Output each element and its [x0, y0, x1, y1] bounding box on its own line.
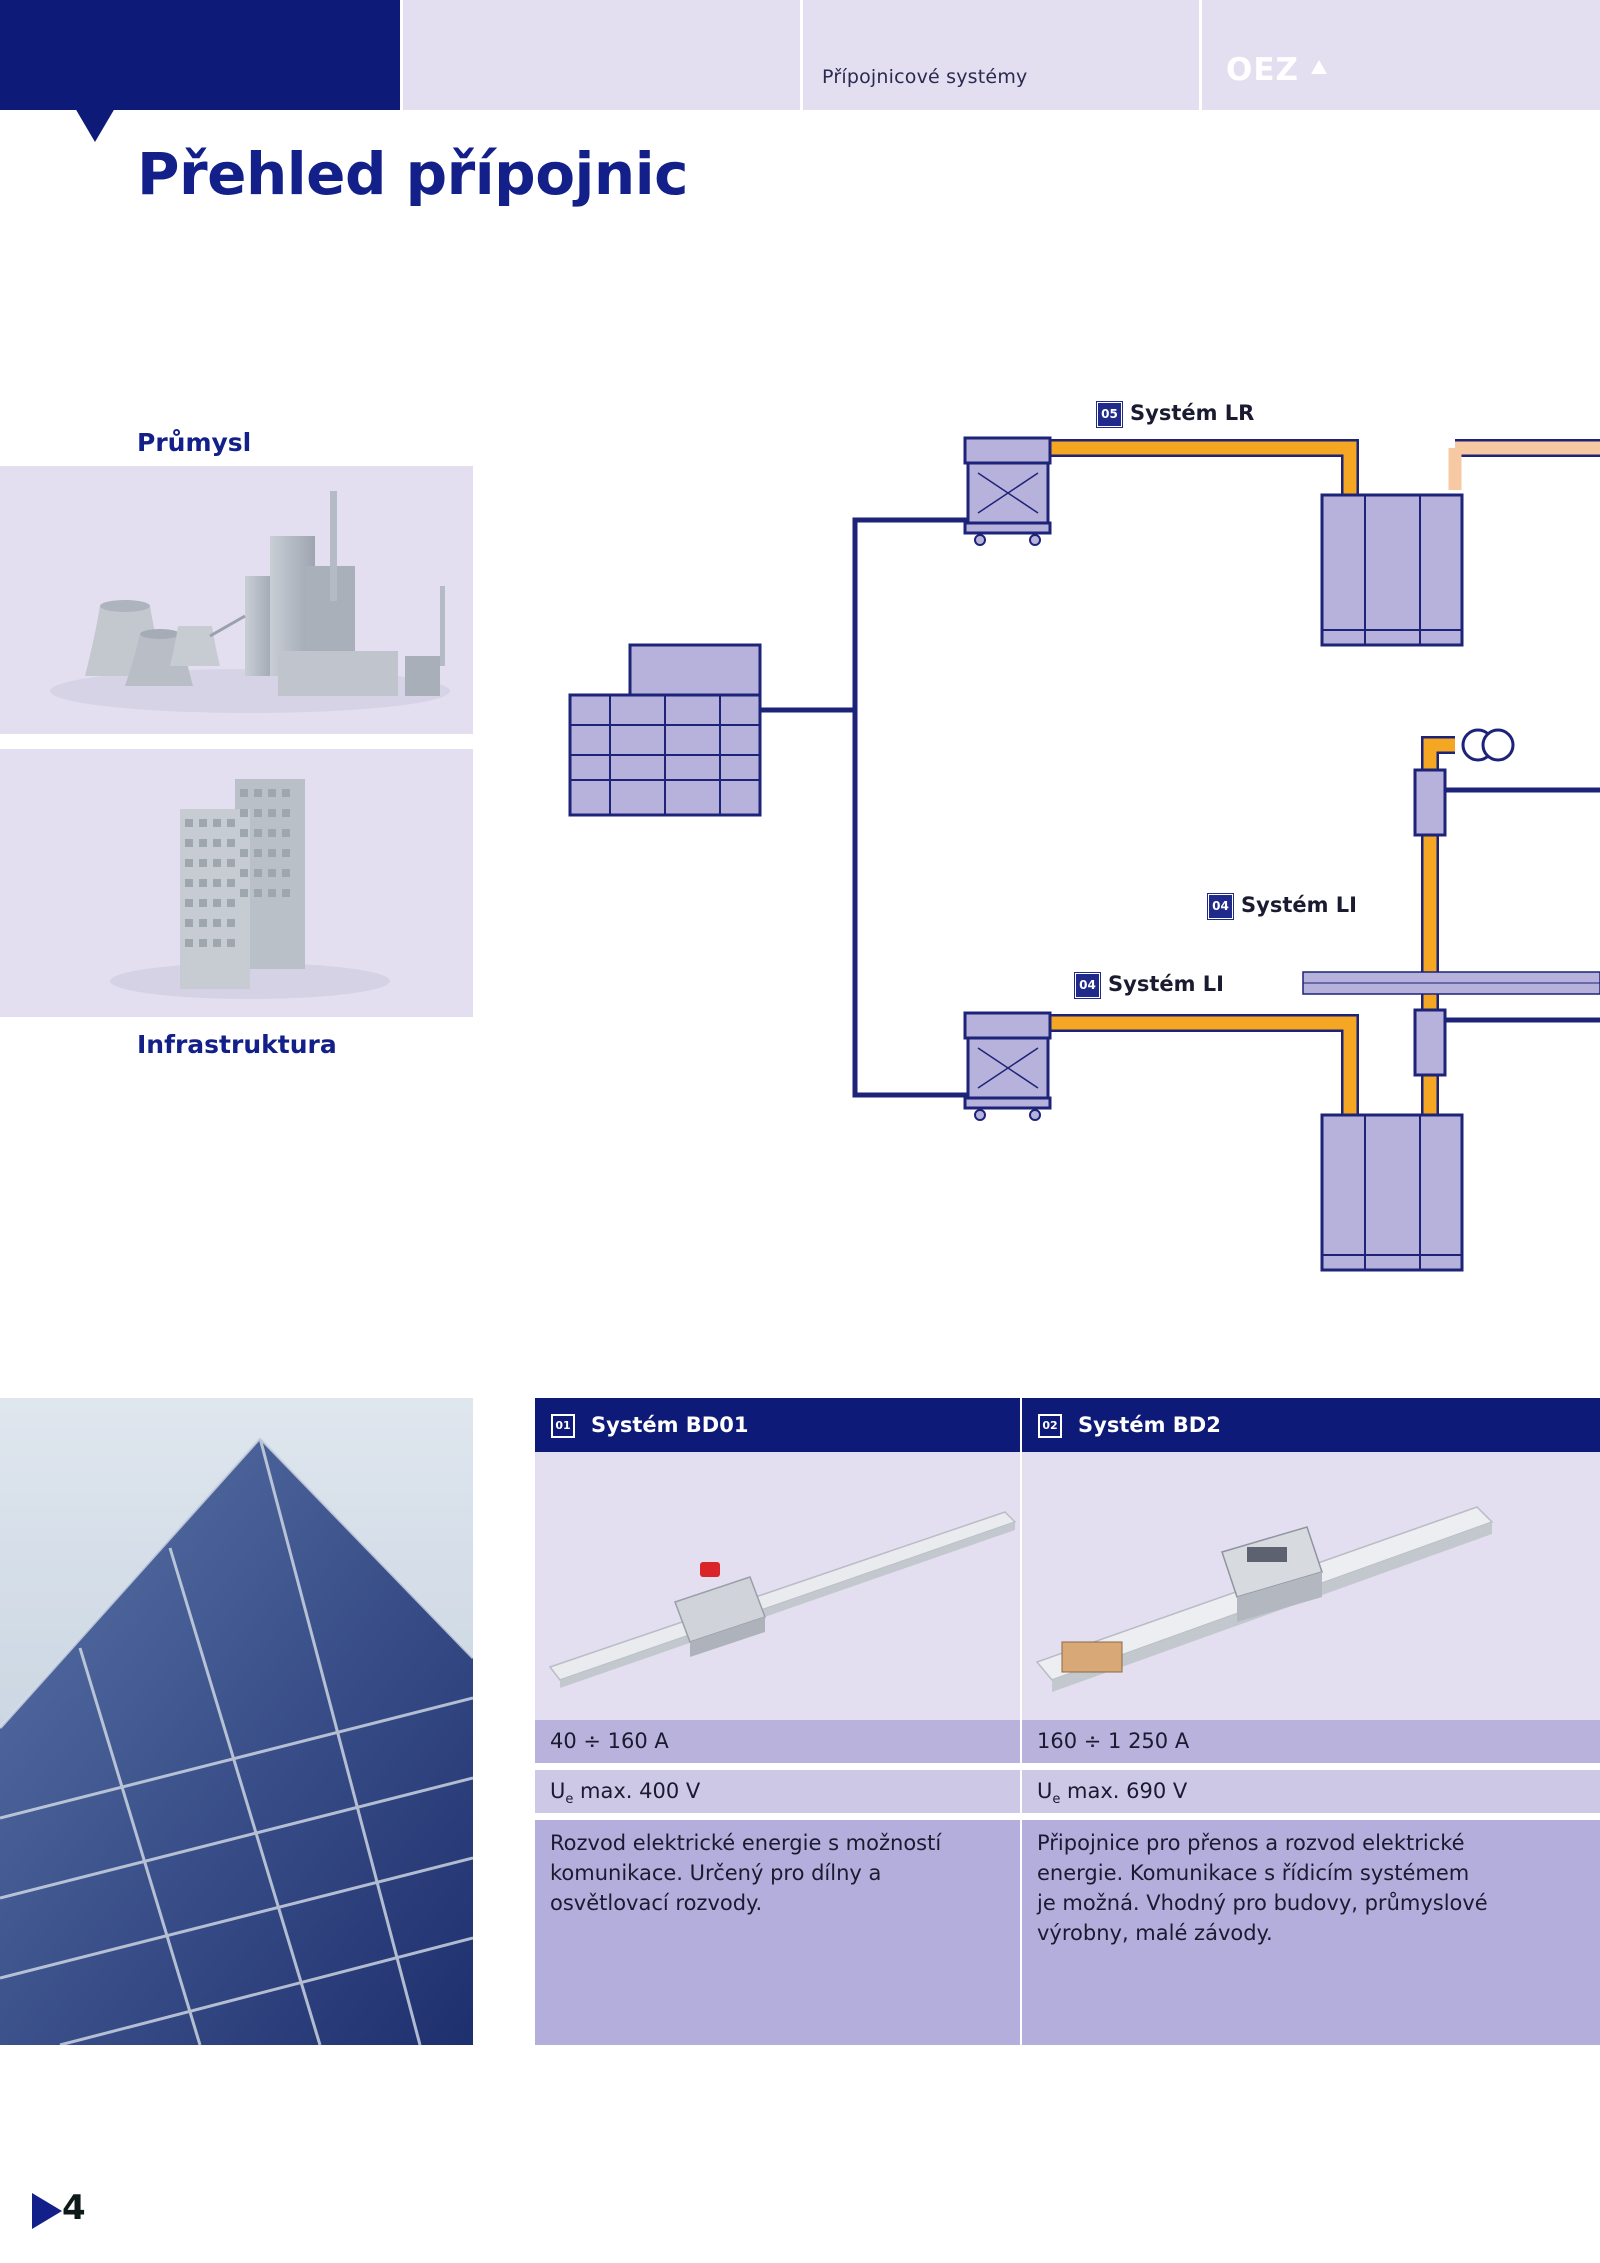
- bd2-current: 160 ÷ 1 250 A: [1022, 1720, 1600, 1763]
- industry-label: Průmysl: [137, 428, 252, 457]
- diagram-label-text: Systém LR: [1130, 401, 1255, 425]
- infrastructure-label: Infrastruktura: [137, 1030, 337, 1059]
- voltage-symbol: U: [550, 1779, 566, 1803]
- column-badge: 01: [551, 1414, 575, 1438]
- diagram-label-li-upper: 04 Systém LI: [1208, 893, 1357, 919]
- product-image-bd2: [1022, 1452, 1600, 1720]
- bd2-voltage: Ue max. 690 V: [1022, 1770, 1600, 1813]
- infrastructure-image: [0, 749, 473, 1017]
- industry-image: [0, 466, 473, 734]
- table-header-bd01: 01 Systém BD01: [535, 1398, 1020, 1452]
- diagram-badge: 05: [1097, 401, 1122, 427]
- header-divider: [800, 0, 803, 110]
- glass-building-image: [0, 1398, 473, 2045]
- page-title: Přehled přípojnic: [137, 140, 688, 208]
- diagram-label-li-lower: 04 Systém LI: [1075, 972, 1224, 998]
- page-arrow-icon: [32, 2193, 62, 2229]
- voltage-symbol: U: [1037, 1779, 1053, 1803]
- header-bar: [403, 0, 1600, 110]
- column-badge: 02: [1038, 1414, 1062, 1438]
- diagram-badge: 04: [1208, 893, 1233, 919]
- voltage-subscript: e: [565, 1792, 574, 1808]
- column-title: Systém BD01: [591, 1413, 749, 1437]
- header-divider: [1199, 0, 1202, 110]
- oez-logo: OEZ: [1226, 52, 1300, 88]
- section-label: Přípojnicové systémy: [822, 66, 1028, 88]
- header-brand-block: [0, 0, 400, 110]
- busbar-system-diagram: [568, 436, 1600, 1272]
- table-header-bd2: 02 Systém BD2: [1022, 1398, 1600, 1452]
- diagram-label-text: Systém LI: [1241, 893, 1357, 917]
- bd01-current: 40 ÷ 160 A: [535, 1720, 1020, 1763]
- diagram-label-lr: 05 Systém LR: [1097, 401, 1254, 427]
- bd01-description: Rozvod elektrické energie s možností kom…: [535, 1820, 1020, 2045]
- voltage-value: max. 690 V: [1060, 1779, 1188, 1803]
- diagram-badge: 04: [1075, 972, 1100, 998]
- voltage-subscript: e: [1052, 1792, 1061, 1808]
- logo-triangle-icon: [1311, 60, 1327, 74]
- diagram-label-text: Systém LI: [1108, 972, 1224, 996]
- header-notch: [75, 108, 115, 142]
- bd2-description: Připojnice pro přenos a rozvod elektrick…: [1022, 1820, 1600, 2045]
- column-title: Systém BD2: [1078, 1413, 1221, 1437]
- bd01-voltage: Ue max. 400 V: [535, 1770, 1020, 1813]
- page-number: 4: [62, 2188, 86, 2228]
- product-image-bd01: [535, 1452, 1020, 1720]
- voltage-value: max. 400 V: [573, 1779, 701, 1803]
